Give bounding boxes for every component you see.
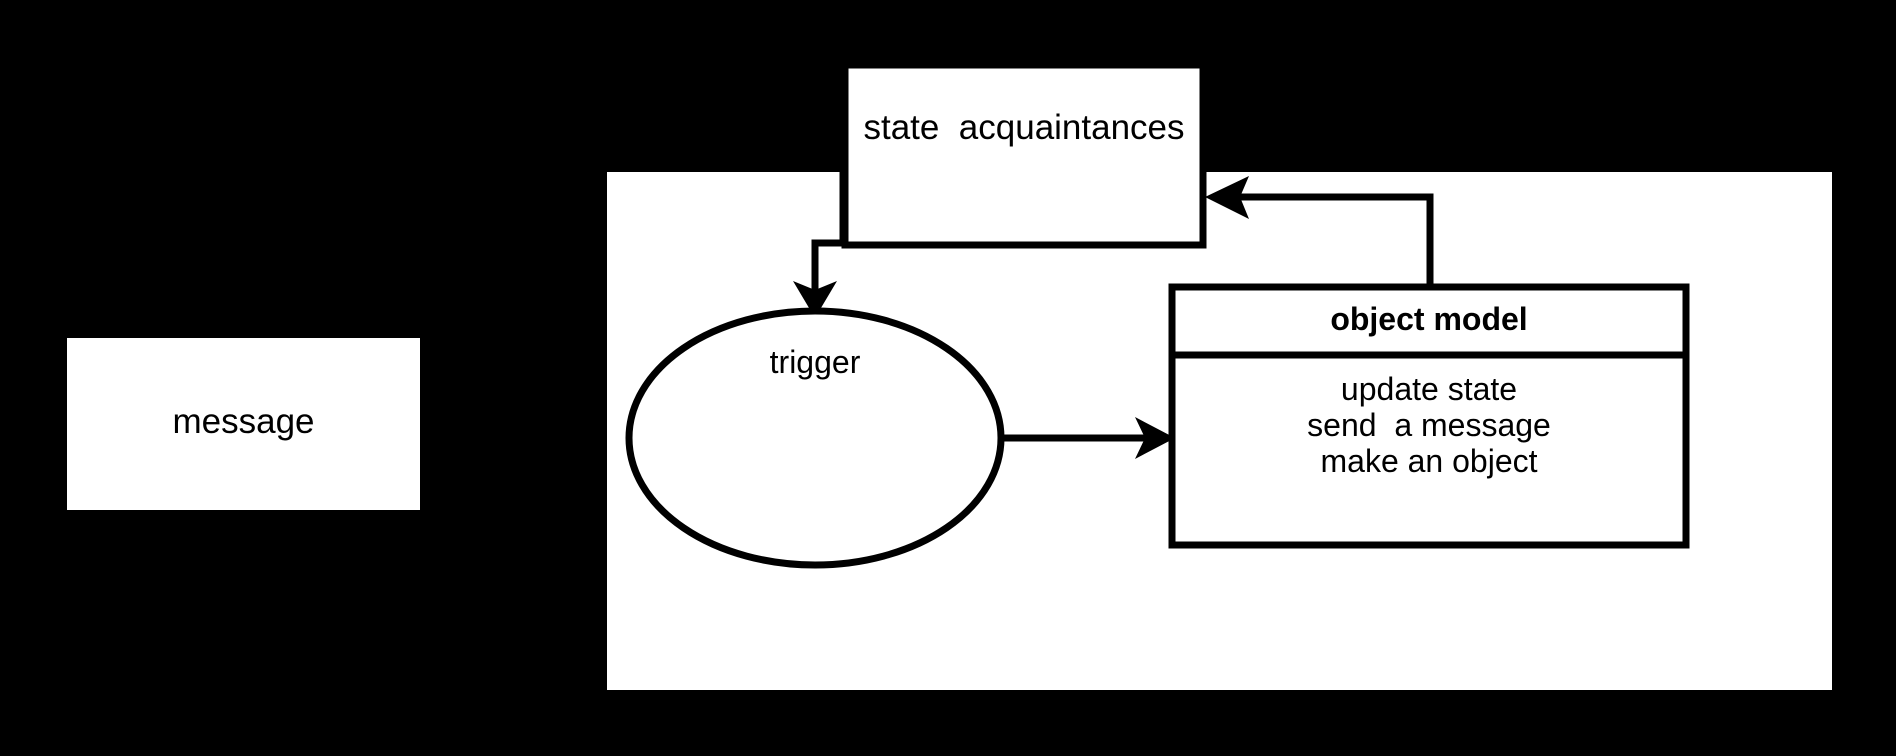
object-model-item: update state [1340, 371, 1518, 407]
object-model-title: object model [1330, 301, 1528, 337]
object-model-item: send a message [1307, 407, 1551, 443]
message-box-label: message [172, 402, 315, 441]
trigger-label: trigger [769, 344, 861, 380]
state-acquaintances-label: state acquaintances [863, 108, 1185, 147]
arrowhead-trigger-to-object-model [1135, 417, 1175, 459]
trigger-ellipse[interactable] [625, 307, 1005, 569]
object-model-item: make an object [1320, 443, 1538, 479]
message-box[interactable] [67, 338, 420, 510]
state-acquaintances-box[interactable] [841, 61, 1207, 249]
arrowhead-object-model-to-state [1205, 176, 1249, 219]
arrowhead-state-to-trigger [793, 281, 837, 318]
object-model-box[interactable] [1168, 283, 1690, 549]
connector-object-model-to-state [1238, 193, 1434, 287]
